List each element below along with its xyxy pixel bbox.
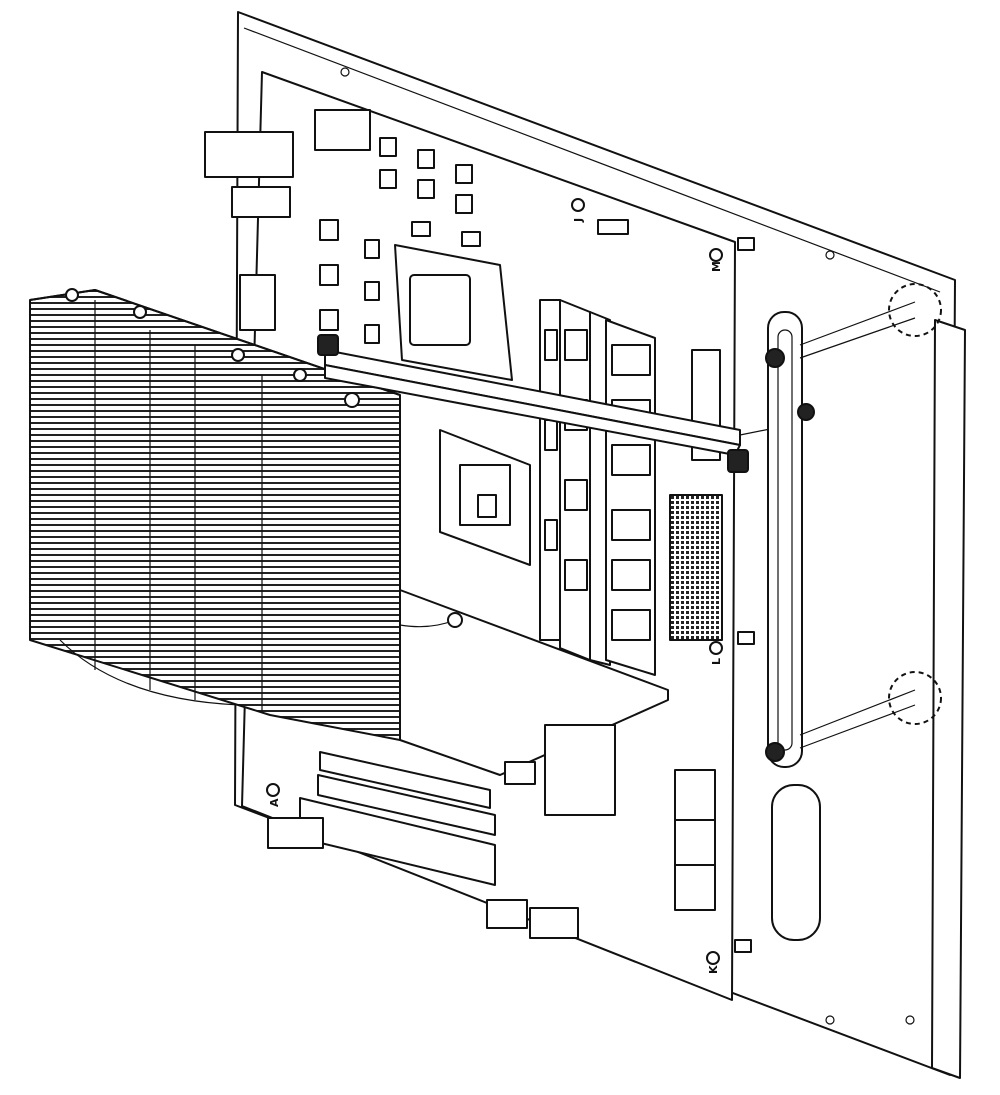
vertical-bracket: [765, 301, 916, 768]
chipset: [439, 429, 531, 566]
label-l: L: [710, 658, 723, 665]
cpu-socket: [394, 244, 513, 381]
ram-modules: [539, 299, 656, 676]
bracket-screw: [797, 403, 815, 421]
detail-circle-bottom: [888, 671, 942, 725]
rear-io-block: [204, 131, 294, 178]
side-connector: [239, 274, 276, 331]
heatsink-screw: [447, 612, 463, 628]
label-j: J: [572, 218, 585, 223]
plate-cutout: [771, 784, 821, 941]
retention-bar: [317, 334, 791, 473]
fan-header: [597, 219, 629, 235]
power-connector-8pin: [314, 109, 371, 151]
usb-header: [486, 899, 528, 929]
heatsink: [29, 288, 463, 741]
bar-screw: [727, 449, 749, 473]
bar-screw: [317, 334, 339, 356]
atx-power-connector: [669, 494, 723, 641]
label-m: M: [710, 261, 723, 272]
label-a: A: [268, 798, 281, 807]
label-k: K: [707, 965, 720, 974]
expansion-slots: [299, 724, 616, 886]
sata-connectors: [674, 769, 716, 911]
motherboard: [204, 71, 755, 1001]
bracket-screw: [765, 348, 785, 368]
detail-circle-top: [888, 283, 942, 337]
front-panel-header: [267, 817, 324, 849]
usb-header: [529, 907, 579, 939]
vrm-components: [319, 137, 481, 344]
bridge-chip: [544, 724, 616, 816]
bracket-screw: [765, 742, 785, 762]
rear-io-port: [231, 186, 291, 218]
